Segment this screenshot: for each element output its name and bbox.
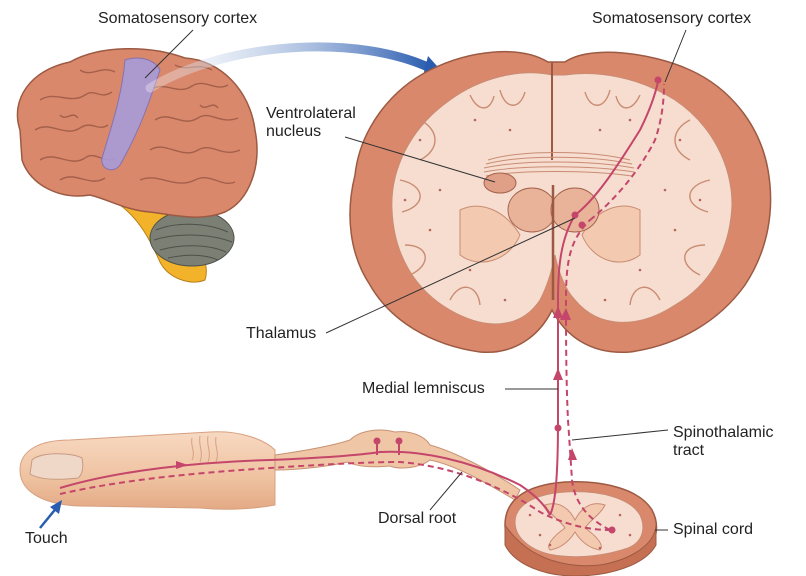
medial-lemniscus-pathway	[59, 81, 659, 516]
label-somatosensory-cortex-right: Somatosensory cortex	[592, 10, 752, 27]
touch-arrow	[39, 500, 62, 529]
spinal-cord-section	[504, 481, 658, 576]
lateral-brain	[16, 48, 258, 283]
ventrolateral-nucleus	[483, 172, 517, 194]
spinal-dots	[528, 513, 632, 550]
nerve-trunk	[274, 429, 521, 501]
arrowhead	[568, 448, 577, 460]
label-touch: Touch	[25, 530, 68, 547]
arrowhead	[553, 306, 563, 318]
label-spinothalamic-tract: Spinothalamic tract	[673, 424, 774, 459]
dorsal-root-nerve	[274, 429, 521, 501]
fingernail	[29, 453, 84, 480]
leader-lines	[144, 29, 687, 531]
pathway-arrowheads	[176, 306, 577, 469]
knuckle-creases	[191, 435, 218, 463]
label-ventrolateral-nucleus: Ventrolateral nucleus	[266, 105, 356, 140]
spinal-cord-base	[504, 523, 657, 576]
thalamus-structures	[483, 172, 600, 233]
ganglion-stalks	[376, 441, 400, 455]
arrowhead	[50, 500, 62, 514]
spinothalamic-pathway	[59, 83, 665, 531]
cerebrum	[16, 48, 258, 218]
label-medial-lemniscus: Medial lemniscus	[362, 380, 485, 397]
cortex-folds	[399, 89, 711, 306]
cerebellum-folds	[153, 223, 233, 261]
cortical-dots	[403, 118, 702, 302]
somatosensory-highlight	[101, 57, 161, 171]
label-thalamus: Thalamus	[246, 325, 317, 342]
arrowhead	[176, 461, 188, 469]
arrowhead	[553, 368, 563, 380]
label-somatosensory-cortex-left: Somatosensory cortex	[98, 10, 258, 27]
cerebrum-gyri	[34, 64, 241, 185]
arrowhead	[560, 308, 571, 320]
label-dorsal-root: Dorsal root	[378, 510, 457, 527]
label-spinal-cord: Spinal cord	[673, 521, 754, 538]
coronal-brain-section	[349, 50, 772, 354]
